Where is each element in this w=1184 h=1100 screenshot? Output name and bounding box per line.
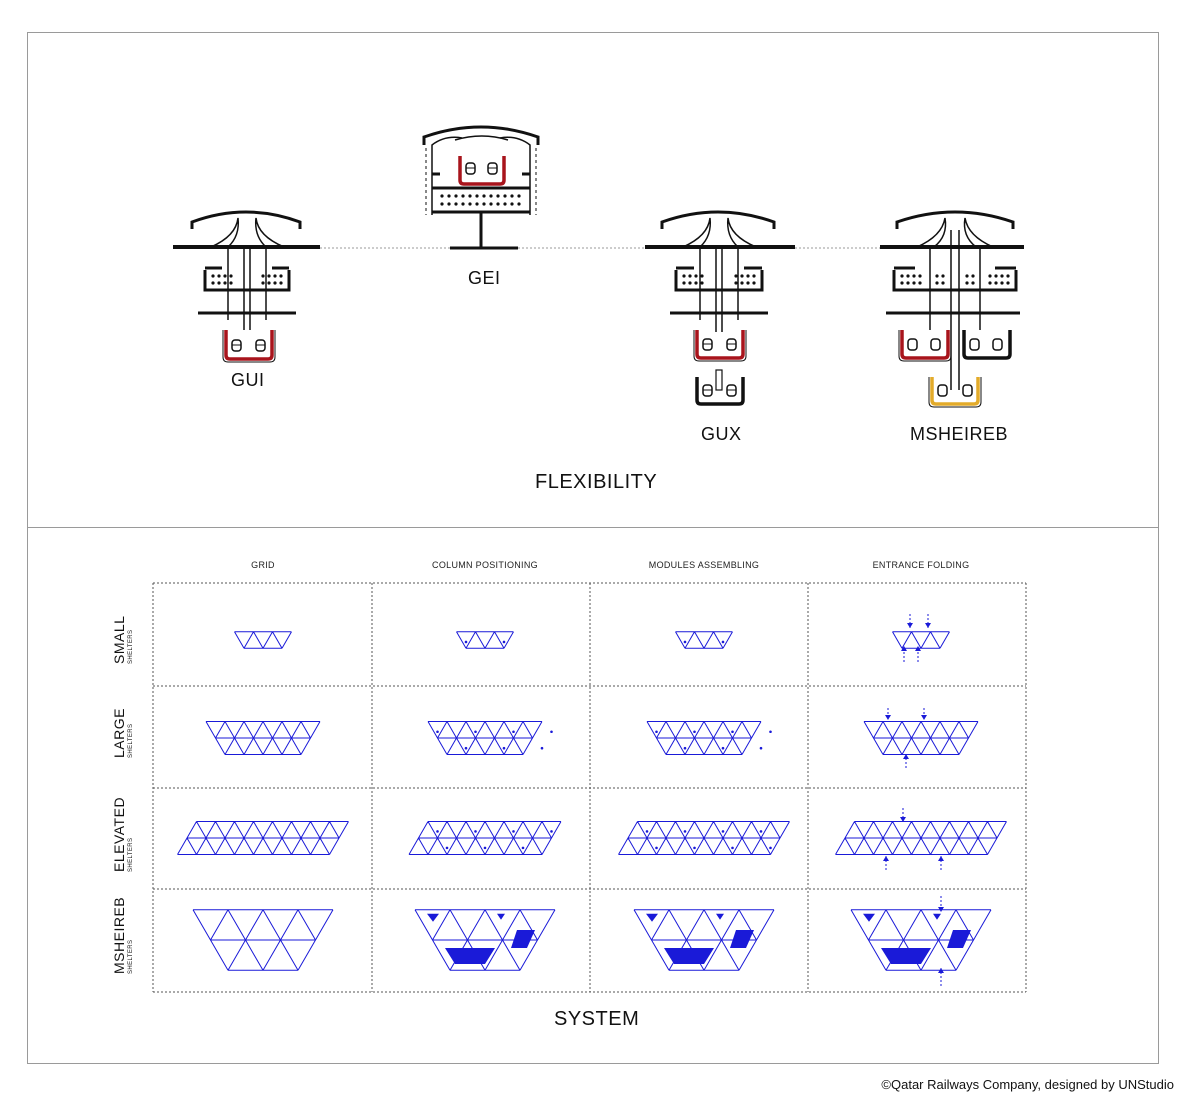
station-label-gux: GUX bbox=[701, 424, 742, 444]
triangle-grid bbox=[177, 821, 349, 855]
column-point bbox=[769, 846, 772, 850]
column-point bbox=[683, 640, 687, 644]
flexibility-title: FLEXIBILITY bbox=[535, 471, 658, 493]
station-gux bbox=[645, 210, 795, 406]
triangle-grid bbox=[192, 909, 334, 971]
station-label-gei: GEI bbox=[468, 268, 501, 288]
entrance-arrowhead bbox=[921, 715, 927, 720]
column-point bbox=[683, 746, 687, 750]
flexibility-diagram bbox=[173, 125, 1024, 408]
triangle-grid bbox=[675, 631, 733, 649]
column-point bbox=[436, 830, 439, 833]
column-point bbox=[483, 846, 487, 850]
triangle-grid bbox=[646, 721, 762, 755]
module-fill bbox=[664, 948, 714, 964]
triangle-grid bbox=[835, 821, 1007, 855]
module-fill bbox=[511, 930, 535, 948]
column-point bbox=[474, 730, 477, 734]
column-point bbox=[550, 730, 553, 734]
column-point bbox=[512, 730, 515, 734]
entrance-arrowhead bbox=[885, 715, 891, 720]
triangle-grid bbox=[427, 721, 543, 755]
column-point bbox=[502, 640, 506, 644]
column-point bbox=[445, 846, 449, 850]
system-title: SYSTEM bbox=[554, 1008, 640, 1030]
column-point bbox=[769, 730, 772, 734]
triangle-grid bbox=[618, 821, 790, 855]
column-header-modules-assembling: MODULES ASSEMBLING bbox=[648, 560, 760, 570]
station-label-gui: GUI bbox=[231, 370, 265, 390]
copyright-text: ©Qatar Railways Company, designed by UNS… bbox=[881, 1077, 1174, 1092]
column-point bbox=[512, 830, 515, 833]
entrance-arrowhead bbox=[901, 646, 907, 651]
station-gei bbox=[422, 125, 540, 250]
entrance-arrowhead bbox=[938, 907, 944, 912]
column-point bbox=[502, 746, 506, 750]
column-point bbox=[759, 746, 763, 750]
module-fill bbox=[497, 913, 505, 920]
column-point bbox=[550, 830, 553, 833]
column-header-column-positioning: COLUMN POSITIONING bbox=[432, 560, 538, 570]
station-msheireb bbox=[880, 210, 1024, 408]
triangle-grid bbox=[456, 631, 514, 649]
column-point bbox=[436, 730, 439, 734]
column-point bbox=[540, 746, 544, 750]
column-point bbox=[759, 830, 763, 833]
column-point bbox=[721, 830, 725, 833]
module-fill bbox=[933, 913, 941, 920]
triangle-grid bbox=[892, 631, 950, 649]
column-point bbox=[721, 640, 725, 644]
triangle-grid bbox=[863, 721, 979, 755]
column-point bbox=[693, 846, 696, 850]
column-point bbox=[464, 640, 468, 644]
entrance-arrowhead bbox=[938, 968, 944, 973]
module-fill bbox=[646, 913, 658, 922]
column-point bbox=[521, 846, 525, 850]
column-point bbox=[693, 730, 696, 734]
station-gui bbox=[173, 210, 320, 363]
column-point bbox=[683, 830, 687, 833]
column-point bbox=[474, 830, 477, 833]
column-point bbox=[721, 746, 725, 750]
column-point bbox=[464, 746, 468, 750]
triangle-grid bbox=[408, 821, 562, 855]
entrance-arrowhead bbox=[925, 623, 931, 628]
module-fill bbox=[863, 913, 875, 922]
module-fill bbox=[881, 948, 931, 964]
module-fill bbox=[427, 913, 439, 922]
module-fill bbox=[716, 913, 724, 920]
entrance-arrowhead bbox=[883, 856, 889, 861]
entrance-arrowhead bbox=[915, 646, 921, 651]
drawing-frame bbox=[27, 32, 1159, 1064]
column-point bbox=[645, 830, 649, 833]
entrance-arrowhead bbox=[900, 817, 906, 822]
triangle-grid bbox=[205, 721, 321, 755]
column-point bbox=[731, 846, 734, 850]
triangle-grid bbox=[234, 631, 292, 649]
entrance-arrowhead bbox=[903, 754, 909, 759]
column-point bbox=[655, 846, 658, 850]
module-fill bbox=[947, 930, 971, 948]
module-fill bbox=[445, 948, 495, 964]
column-point bbox=[731, 730, 734, 734]
station-label-msheireb: MSHEIREB bbox=[910, 424, 1009, 444]
column-point bbox=[655, 730, 658, 734]
module-fill bbox=[730, 930, 754, 948]
section-divider bbox=[27, 527, 1159, 528]
entrance-arrowhead bbox=[907, 623, 913, 628]
column-header-entrance-folding: ENTRANCE FOLDING bbox=[872, 560, 970, 570]
column-header-grid: GRID bbox=[251, 560, 275, 570]
entrance-arrowhead bbox=[938, 856, 944, 861]
